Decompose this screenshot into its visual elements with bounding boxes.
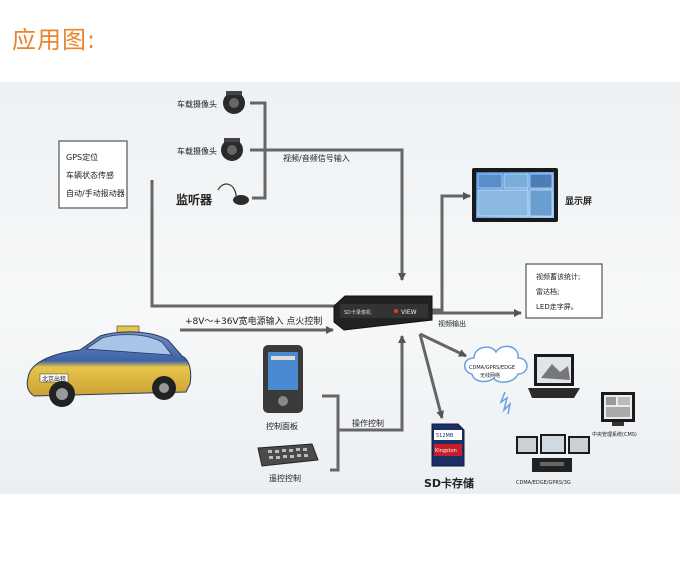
dvr-device xyxy=(333,295,433,331)
camera-2-label: 车载摄像头 xyxy=(177,146,217,156)
microphone-icon xyxy=(217,183,249,205)
car-plate-label: 北京出租 xyxy=(42,375,66,383)
camera-1-label: 车载摄像头 xyxy=(177,99,217,109)
remote-control-icon xyxy=(257,443,319,467)
connector-lines xyxy=(150,101,522,472)
video-output-label: 视频输出 xyxy=(438,319,466,328)
camera-2-icon xyxy=(221,138,243,161)
info-line-2: 雷达档; xyxy=(536,287,559,296)
cloud-label-1: CDMA/GPRS/EDGE xyxy=(469,365,515,371)
dvr-brand-label: VIEW xyxy=(401,309,417,316)
cms-monitor-icon xyxy=(601,392,635,426)
operation-control-label: 操作控制 xyxy=(352,418,384,428)
cms-network-label: CDMA/EDGE/GPRS/3G xyxy=(516,480,571,486)
cms-label: 中央管理系统(CMS) xyxy=(592,431,637,438)
display-monitor-icon xyxy=(472,168,558,222)
sd-card-brand: Kingston xyxy=(435,448,457,454)
monitor-label: 监听器 xyxy=(176,192,213,207)
control-panel-label: 控制面板 xyxy=(266,421,298,431)
taxi-car-icon xyxy=(26,325,192,407)
wireless-cloud-icon xyxy=(464,345,528,383)
info-line-3: LED走字屏。 xyxy=(536,302,578,311)
sd-storage-label: SD卡存储 xyxy=(424,476,474,490)
power-input-label: +8V～+36V宽电源输入 点火控制 xyxy=(185,315,322,327)
cloud-label-2: 无线网络 xyxy=(480,372,500,379)
sd-card-icon xyxy=(431,423,465,467)
camera-1-icon xyxy=(223,91,245,114)
dvr-model-label: SD卡录像机 xyxy=(344,309,371,316)
page-heading: 应用图: xyxy=(12,26,97,54)
laptop-icon xyxy=(528,354,580,398)
info-line-1: 视频蓄该统计; xyxy=(536,272,580,281)
sensor-line-2: 车辆状态传感 xyxy=(66,170,114,180)
sd-card-size: 512MB xyxy=(436,433,454,439)
info-box xyxy=(525,263,603,319)
video-audio-input-label: 视频/音频信号输入 xyxy=(283,153,350,163)
sensor-box xyxy=(58,140,128,209)
remote-label: 遥控控制 xyxy=(269,473,301,483)
display-label: 显示屏 xyxy=(565,196,592,207)
sensor-line-3: 自动/手动报动器 xyxy=(66,188,125,198)
cms-workstation-icon xyxy=(516,434,590,472)
control-panel-icon xyxy=(263,345,303,413)
sensor-line-1: GPS定位 xyxy=(66,152,98,162)
